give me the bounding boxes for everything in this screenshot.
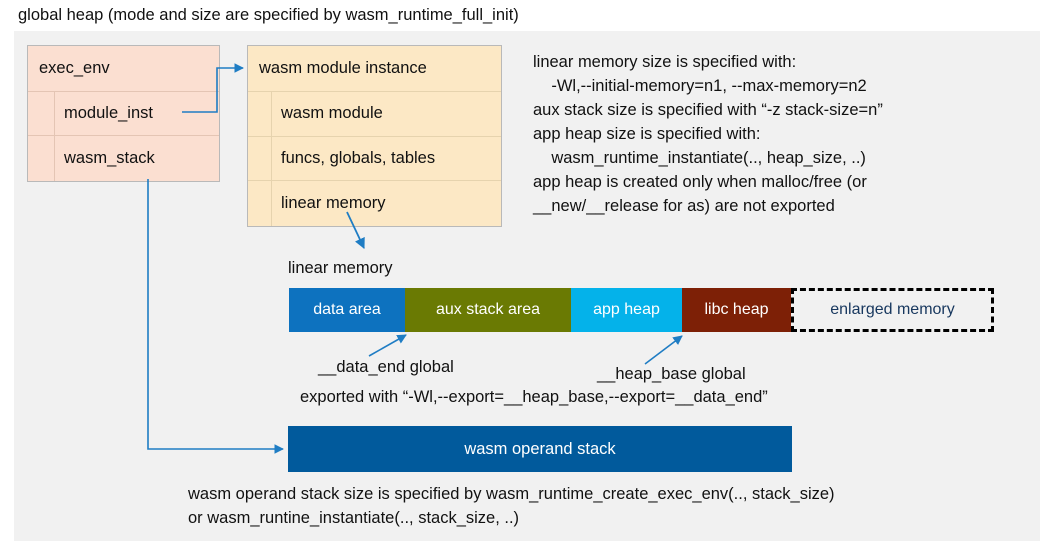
memory-segment-app-heap: app heap <box>571 288 682 332</box>
exec-env-box: exec_env module_inst wasm_stack <box>27 45 220 182</box>
annotation-exported-with: exported with “-Wl,--export=__heap_base,… <box>300 388 768 406</box>
memory-segment-aux-stack-area: aux stack area <box>405 288 571 332</box>
indent-gutter <box>248 181 272 226</box>
memory-segment-enlarged-memory: enlarged memory <box>791 288 994 332</box>
operand-stack-note: wasm operand stack size is specified by … <box>188 485 835 527</box>
module-instance-field-linear-memory: linear memory <box>248 181 501 226</box>
module-instance-field-label: linear memory <box>281 194 386 213</box>
exec-env-title-row: exec_env <box>28 46 219 92</box>
exec-env-field-label: wasm_stack <box>64 149 155 168</box>
wasm-module-instance-box: wasm module instance wasm module funcs, … <box>247 45 502 227</box>
indent-gutter <box>248 91 272 136</box>
linear-memory-note: linear memory size is specified with: -W… <box>533 53 883 215</box>
memory-segment-data-area: data area <box>289 288 405 332</box>
exec-env-field-wasm-stack: wasm_stack <box>28 136 219 182</box>
exec-env-field-label: module_inst <box>64 104 153 122</box>
exec-env-field-module-inst: module_inst <box>28 91 219 137</box>
indent-gutter <box>28 136 55 182</box>
memory-segment-libc-heap: libc heap <box>682 288 791 332</box>
annotation-data-end: __data_end global <box>318 358 454 376</box>
module-instance-field-label: funcs, globals, tables <box>281 148 436 167</box>
memory-segment-label: aux stack area <box>435 301 541 318</box>
wasm-operand-stack-box: wasm operand stack <box>288 426 792 472</box>
memory-segment-label: data area <box>313 301 381 318</box>
module-instance-field-label: wasm module <box>281 104 383 123</box>
annotation-heap-base: __heap_base global <box>597 365 746 383</box>
wasm-operand-stack-label: wasm operand stack <box>464 439 616 458</box>
indent-gutter <box>28 91 55 136</box>
module-instance-field-funcs-globals-tables: funcs, globals, tables <box>248 136 501 182</box>
linear-memory-bar-label: linear memory <box>288 259 393 277</box>
module-instance-title-row: wasm module instance <box>248 46 501 92</box>
module-instance-field-wasm-module: wasm module <box>248 91 501 137</box>
memory-segment-label: enlarged memory <box>830 301 955 318</box>
indent-gutter <box>248 136 272 181</box>
linear-memory-bar: data area aux stack area app heap libc heap… <box>289 288 994 332</box>
module-instance-title: wasm module instance <box>259 58 427 77</box>
memory-segment-label: app heap <box>593 301 660 318</box>
page-title: global heap (mode and size are specified… <box>18 6 519 24</box>
memory-segment-label: libc heap <box>704 301 769 318</box>
exec-env-title: exec_env <box>39 58 110 77</box>
